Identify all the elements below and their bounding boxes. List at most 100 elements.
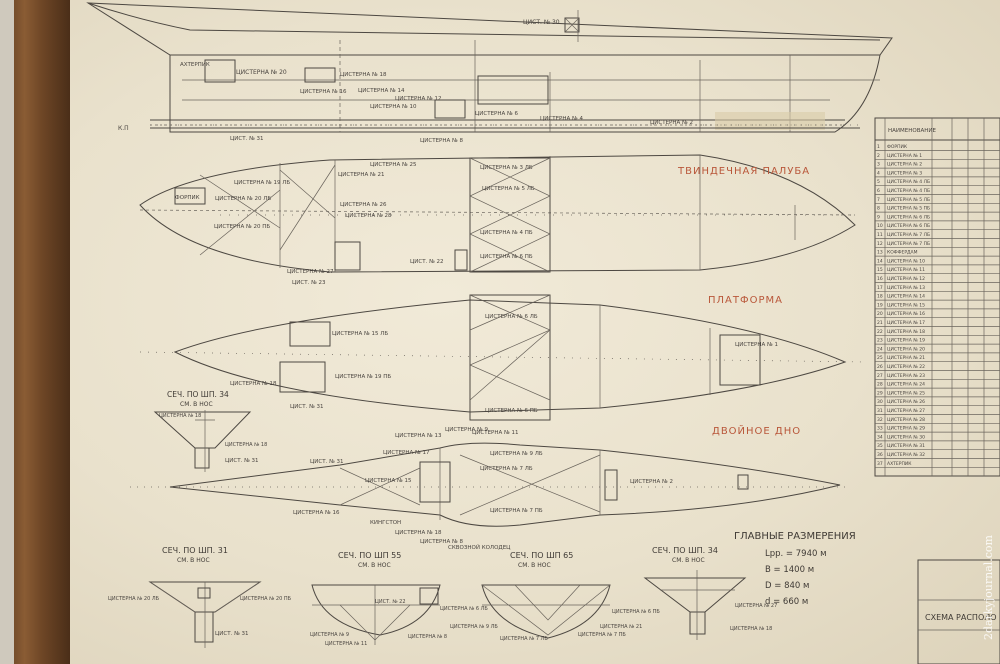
- label-t1: ЦИСТЕРНА № 1: [735, 342, 778, 348]
- table-row-number: 16: [877, 276, 883, 282]
- table-row: ЦИСТЕРНА № 7 ПБ: [887, 241, 930, 247]
- table-row-number: 7: [877, 197, 880, 203]
- table-row: ЦИСТЕРНА № 31: [887, 443, 925, 449]
- label-t31-plat: ЦИСТ. № 31: [290, 404, 324, 410]
- table-row: ЦИСТЕРНА № 5 ПБ: [887, 206, 930, 212]
- section-55-label-22: ЦИСТ. № 22: [375, 599, 406, 605]
- section-31: СЕЧ. ПО ШП. 31 СМ. В НОС ЦИСТЕРНА № 20 Л…: [108, 546, 292, 648]
- label-t8-db: ЦИСТЕРНА № 8: [420, 539, 463, 545]
- section-31-subtitle: СМ. В НОС: [177, 557, 210, 564]
- table-row: ЦИСТЕРНА № 5 ЛБ: [887, 197, 930, 203]
- label-t20lb: ЦИСТЕРНА № 20 ЛБ: [215, 196, 271, 202]
- title-stamp: СХЕМА РАСПОЛО: [917, 559, 1000, 664]
- table-row-number: 23: [877, 338, 883, 344]
- table-row-number: 35: [877, 443, 883, 449]
- label-t4: ЦИСТЕРНА № 4: [540, 116, 583, 122]
- label-t3lb: ЦИСТЕРНА № 3 ЛБ: [480, 165, 533, 171]
- table-row: ЦИСТЕРНА № 4 ЛБ: [887, 179, 930, 185]
- section-34-label-b: ЦИСТЕРНА № 18: [225, 442, 267, 448]
- section-55-label-8: ЦИСТЕРНА № 8: [408, 634, 447, 640]
- label-t10: ЦИСТЕРНА № 10: [370, 104, 417, 110]
- deck-tween-title: ТВИНДЕЧНАЯ ПАЛУБА: [677, 166, 810, 177]
- label-t27: ЦИСТЕРНА № 27: [287, 269, 334, 275]
- table-row: ЦИСТЕРНА № 1: [887, 153, 922, 159]
- label-t20: ЦИСТЕРНА № 20: [236, 69, 287, 76]
- table-row-number: 25: [877, 355, 883, 361]
- platform-plan: ПЛАТФОРМА ЦИСТЕРНА № 15 ЛБ ЦИСТЕРНА № 19…: [139, 294, 866, 421]
- section-34-label-a: ЦИСТЕРНА № 18: [159, 413, 201, 419]
- table-row: ЦИСТЕРНА № 12: [887, 276, 925, 282]
- label-t19lb: ЦИСТЕРНА № 19 ЛБ: [234, 180, 290, 186]
- table-row: ЦИСТЕРНА № 6 ПБ: [887, 223, 930, 229]
- section-55-subtitle: СМ. В НОС: [358, 562, 391, 569]
- label-t25: ЦИСТЕРНА № 25: [370, 162, 417, 168]
- section-65-title: СЕЧ. ПО ШП 65: [510, 551, 573, 560]
- table-row-number: 22: [877, 329, 883, 335]
- wall-strip: [0, 0, 14, 664]
- table-row: ЦИСТЕРНА № 10: [887, 258, 925, 264]
- section-55-title: СЕЧ. ПО ШП 55: [338, 551, 401, 560]
- table-row-number: 33: [877, 426, 883, 432]
- label-t21: ЦИСТЕРНА № 21: [338, 172, 385, 178]
- table-row-number: 32: [877, 417, 883, 423]
- table-row: ЦИСТЕРНА № 29: [887, 426, 925, 432]
- table-row-number: 8: [877, 206, 880, 212]
- table-row-number: 31: [877, 408, 883, 414]
- table-row: ЦИСТЕРНА № 4 ПБ: [887, 188, 930, 194]
- label-t8: ЦИСТЕРНА № 8: [420, 138, 463, 144]
- deck-platform-title: ПЛАТФОРМА: [708, 295, 783, 306]
- label-t11: ЦИСТЕРНА № 11: [472, 430, 519, 436]
- label-t2-db: ЦИСТЕРНА № 2: [630, 479, 673, 485]
- table-row: ЦИСТЕРНА № 2: [887, 162, 922, 168]
- table-row-number: 5: [877, 179, 880, 185]
- label-t30: ЦИСТ. № 30: [523, 19, 560, 26]
- table-row-number: 17: [877, 285, 883, 291]
- table-row: ЦИСТЕРНА № 16: [887, 311, 925, 317]
- section-65-label-21: ЦИСТЕРНА № 21: [600, 624, 642, 630]
- section-55-label-11: ЦИСТЕРНА № 11: [325, 641, 367, 647]
- label-akhterpik: АХТЕРПИК: [180, 62, 210, 68]
- label-t4pb: ЦИСТЕРНА № 4 ПБ: [480, 230, 533, 236]
- label-t31: ЦИСТ. № 31: [230, 136, 264, 142]
- section-65-label-6pb: ЦИСТЕРНА № 6 ПБ: [612, 609, 660, 615]
- label-t13: ЦИСТЕРНА № 13: [395, 433, 442, 439]
- table-row: ЦИСТЕРНА № 19: [887, 338, 925, 344]
- section-55-label-9: ЦИСТЕРНА № 9: [310, 632, 349, 638]
- table-row-number: 14: [877, 258, 883, 264]
- label-t17: ЦИСТЕРНА № 17: [383, 450, 430, 456]
- table-row-number: 21: [877, 320, 883, 326]
- table-row: КОФФЕРДАМ: [887, 250, 918, 256]
- tween-deck-plan: ТВИНДЕЧНАЯ ПАЛУБА ЦИСТЕРНА № 25 ЦИСТЕРНА…: [139, 154, 856, 286]
- label-t15: ЦИСТЕРНА № 15: [365, 478, 412, 484]
- label-t31-db: ЦИСТ. № 31: [310, 459, 344, 465]
- label-t26: ЦИСТЕРНА № 26: [340, 202, 387, 208]
- table-row-number: 13: [877, 250, 883, 256]
- table-row: ЦИСТЕРНА № 11: [887, 267, 925, 273]
- table-row: АХТЕРПИК: [887, 461, 912, 467]
- table-row-number: 37: [877, 461, 883, 467]
- table-row: ЦИСТЕРНА № 32: [887, 452, 925, 458]
- label-t12: ЦИСТЕРНА № 12: [395, 96, 442, 102]
- table-row: ЦИСТЕРНА № 20: [887, 346, 925, 352]
- watermark: 2darkyjournal.com: [982, 534, 995, 640]
- table-row-number: 29: [877, 390, 883, 396]
- section-31-label-lb: ЦИСТЕРНА № 20 ЛБ: [108, 596, 160, 602]
- section-34-upper: СЕЧ. ПО ШП. 34 СМ. В НОС ЦИСТЕРНА № 18 Ц…: [153, 390, 267, 472]
- section-55: СЕЧ. ПО ШП 55 СМ. В НОС ЦИСТ. № 22 ЦИСТЕ…: [310, 551, 447, 647]
- table-row: ЦИСТЕРНА № 30: [887, 434, 925, 440]
- dimension-d-lower: d = 660 м: [765, 597, 808, 607]
- label-t14: ЦИСТЕРНА № 14: [358, 88, 405, 94]
- section-31-label-pb: ЦИСТЕРНА № 20 ПБ: [240, 596, 292, 602]
- label-t6lb: ЦИСТЕРНА № 6 ЛБ: [485, 314, 538, 320]
- stamp-title: СХЕМА РАСПОЛО: [925, 613, 997, 622]
- table-row-number: 2: [877, 153, 880, 159]
- label-t16-db: ЦИСТЕРНА № 16: [293, 510, 340, 516]
- section-34-label-c: ЦИСТ. № 31: [225, 458, 259, 464]
- section-34-lower-label-27: ЦИСТЕРНА № 27: [735, 603, 777, 609]
- label-t7pb: ЦИСТЕРНА № 7 ПБ: [490, 508, 543, 514]
- section-65-subtitle: СМ. В НОС: [518, 562, 551, 569]
- section-31-label-31: ЦИСТ. № 31: [215, 631, 249, 637]
- table-row: ЦИСТЕРНА № 13: [887, 285, 925, 291]
- label-t7lb: ЦИСТЕРНА № 7 ЛБ: [480, 466, 533, 472]
